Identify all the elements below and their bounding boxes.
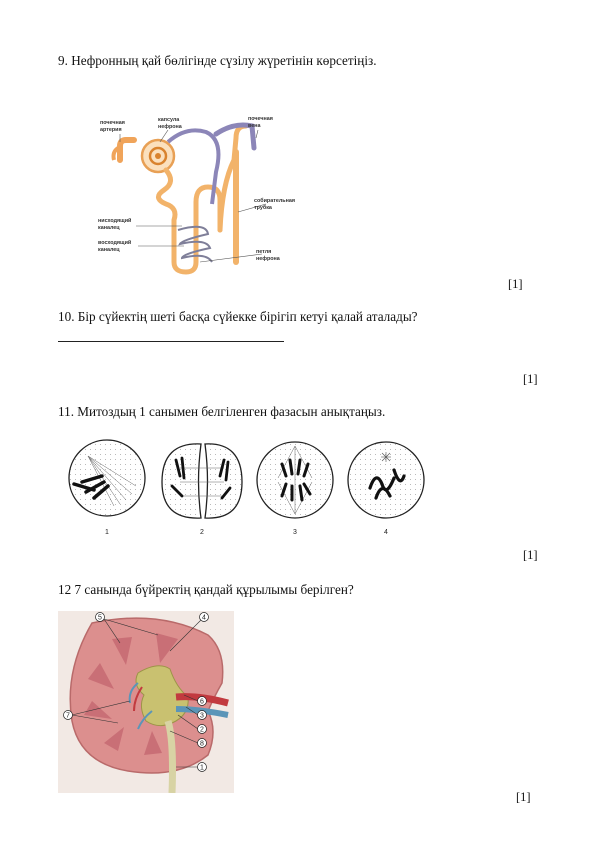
kidney-label-2: 2 <box>200 727 204 734</box>
vein-vessel <box>166 128 221 205</box>
label-vein-1: почечная <box>248 116 273 122</box>
renal-vein <box>175 706 229 718</box>
mitosis-cell-1 <box>68 439 146 517</box>
label-capsule-2: нефрона <box>158 123 183 130</box>
nephron-diagram: почечная артерия капсула нефрона почечна… <box>96 112 306 284</box>
kidney-label-5: 5 <box>98 615 102 622</box>
label-collecting-1: собирательная <box>254 197 295 204</box>
kidney-diagram: 5 4 6 3 7 2 8 1 <box>58 611 234 793</box>
kidney-label-1: 1 <box>200 765 204 772</box>
kidney-label-3: 3 <box>200 713 204 720</box>
mark-q9: [1] <box>508 277 523 291</box>
proximal-tubule <box>156 167 223 275</box>
kidney-label-8: 8 <box>200 741 204 748</box>
mark-q10: [1] <box>523 372 538 386</box>
label-loop-2: нефрона <box>256 255 281 262</box>
label-ascending-1: восходящий <box>98 239 131 246</box>
answer-line <box>58 341 284 342</box>
question-9: 9. Нефронның қай бөлігінде сүзілу жүреті… <box>58 53 377 68</box>
mitosis-diagram: 1 2 3 4 <box>68 439 425 536</box>
kidney-label-6: 6 <box>200 699 204 706</box>
label-collecting-2: трубка <box>254 204 273 211</box>
mitosis-cell-3 <box>256 441 334 519</box>
peritubular-vessels <box>177 225 213 263</box>
mitosis-label-4: 4 <box>384 529 388 536</box>
label-ascending-2: каналец <box>98 247 120 253</box>
mitosis-label-3: 3 <box>293 529 297 536</box>
label-descending-2: каналец <box>98 225 120 231</box>
label-descending-1: нисходящий <box>98 217 131 224</box>
artery-stub <box>111 146 120 161</box>
kidney-label-7: 7 <box>66 713 70 720</box>
question-11: 11. Митоздың 1 санымен белгіленген фазас… <box>58 404 386 419</box>
mark-q11: [1] <box>523 548 538 562</box>
label-artery-1: почечная <box>100 120 125 126</box>
mitosis-label-2: 2 <box>200 529 204 536</box>
ureter <box>164 719 176 793</box>
mitosis-label-1: 1 <box>105 529 109 536</box>
question-10: 10. Бір сүйектің шеті басқа сүйекке бірі… <box>58 309 418 324</box>
kidney-label-4: 4 <box>202 615 206 622</box>
label-vein-2: вена <box>248 123 261 129</box>
label-capsule-1: капсула <box>158 117 180 123</box>
mitosis-cell-4 <box>347 441 425 519</box>
label-artery-2: артерия <box>100 127 122 133</box>
label-loop-1: петля <box>256 249 271 255</box>
renal-artery <box>117 137 137 163</box>
question-12: 12 7 санында бүйректің қандай құрылымы б… <box>58 582 354 597</box>
renal-vein <box>213 122 257 151</box>
mitosis-cell-2 <box>161 443 243 519</box>
mark-q12: [1] <box>516 790 531 804</box>
